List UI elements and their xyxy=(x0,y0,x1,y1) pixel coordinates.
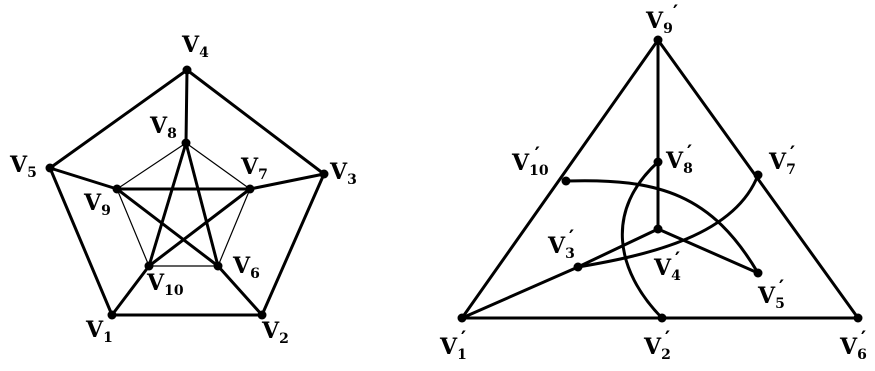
right-vertex-v6 xyxy=(853,313,863,323)
right-edge-v4-v5 xyxy=(656,227,760,275)
right-vertex-v3 xyxy=(573,262,583,272)
left-vertex-v8 xyxy=(181,138,191,148)
left-vertex-v2 xyxy=(257,310,267,320)
left-vertex-v4 xyxy=(182,65,192,75)
left-vertex-v5 xyxy=(45,163,55,173)
left-star-v6-v8 xyxy=(184,141,220,268)
left-edge-v1-v10 xyxy=(110,264,151,317)
left-star-v9-v6 xyxy=(115,187,220,268)
right-label-v10: V10′ xyxy=(511,142,549,179)
right-edge-v1-v3 xyxy=(460,265,580,320)
right-vertex-v5 xyxy=(753,268,763,278)
right-vertex-v2 xyxy=(657,313,667,323)
right-label-v5: V5′ xyxy=(757,275,785,312)
right-edge-v3-v7 xyxy=(576,173,760,269)
left-label-v6: V6 xyxy=(232,253,260,282)
right-label-v4: V4′ xyxy=(653,247,681,284)
left-star-v10-v7 xyxy=(147,187,252,268)
right-edge-v4-v3 xyxy=(576,227,660,269)
right-label-v8: V8′ xyxy=(665,140,693,177)
right-label-v9: V9′ xyxy=(645,0,678,37)
left-vertex-v9 xyxy=(112,184,122,194)
left-vertex-v6 xyxy=(213,261,223,271)
left-vertex-v10 xyxy=(144,261,154,271)
left-vertex-v1 xyxy=(107,310,117,320)
left-outer-pentagon xyxy=(48,68,326,317)
left-label-v5: V5 xyxy=(9,152,37,181)
left-star-v8-v10 xyxy=(147,141,188,268)
right-vertex-v1 xyxy=(457,313,467,323)
right-vertex-v4 xyxy=(653,224,663,234)
left-label-v7: V7 xyxy=(240,154,268,183)
right-vertex-v8 xyxy=(653,157,663,167)
left-edge-v5-v9 xyxy=(48,166,119,191)
left-label-v2: V2 xyxy=(261,318,289,347)
right-label-v6: V6′ xyxy=(839,326,867,363)
left-edge-v4-v8 xyxy=(184,68,189,145)
left-label-v3: V3 xyxy=(329,159,357,188)
left-inner-pentagon xyxy=(116,142,251,267)
right-label-v7: V7′ xyxy=(768,141,796,178)
right-vertex-v9 xyxy=(653,35,663,45)
right-label-v3: V3′ xyxy=(547,225,575,262)
right-edge-v8-v2 xyxy=(620,160,664,320)
left-label-v1: V1 xyxy=(85,317,113,346)
right-vertex-v10 xyxy=(561,176,571,186)
right-label-v2: V2′ xyxy=(643,326,671,363)
right-graph: V9′ V10′ V8′ V7′ V3′ V4′ V5′ V1′ V2′ V6′ xyxy=(439,0,867,363)
right-label-v1: V1′ xyxy=(439,326,467,363)
left-edge-v3-v7 xyxy=(248,172,326,191)
left-graph: V4 V5 V3 V8 V7 V9 V10 V6 V1 V2 xyxy=(9,32,357,347)
right-edge-v10-v5 xyxy=(564,179,760,275)
left-edge-v2-v6 xyxy=(216,264,264,317)
left-vertex-v7 xyxy=(245,184,255,194)
left-label-v8: V8 xyxy=(149,113,177,142)
left-label-v10: V10 xyxy=(146,270,184,299)
left-label-v4: V4 xyxy=(181,32,209,61)
left-label-v9: V9 xyxy=(83,190,111,219)
left-vertex-v3 xyxy=(319,169,329,179)
right-vertex-v7 xyxy=(753,170,763,180)
